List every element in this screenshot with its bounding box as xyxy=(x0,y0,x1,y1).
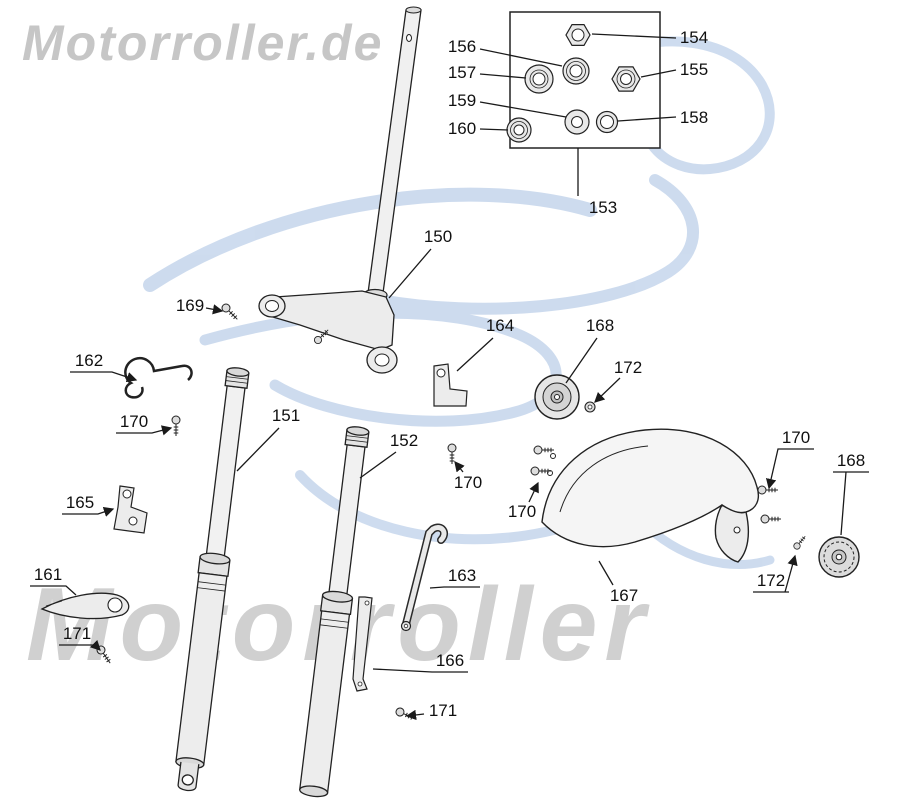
spring-hook-162 xyxy=(124,357,193,399)
front-fender-167 xyxy=(541,428,760,563)
bolt-170-right-b xyxy=(760,514,782,524)
triple-clamp xyxy=(258,288,398,374)
ring-158 xyxy=(595,110,619,134)
hardware-box xyxy=(506,11,661,149)
bracket-165 xyxy=(113,485,148,534)
cable-guide-163 xyxy=(400,523,448,632)
hex-nut-154 xyxy=(565,24,591,47)
round-nut-156 xyxy=(562,57,590,85)
nut-172-left xyxy=(584,401,596,413)
fork-leg-right-152 xyxy=(299,426,370,798)
watermark-top: Motorroller.de xyxy=(22,14,383,72)
watermark-top-text: Motorroller.de xyxy=(22,15,384,71)
fork-leg-left-151 xyxy=(175,367,250,792)
bracket-164 xyxy=(433,363,468,407)
bolt-170-mid-a xyxy=(447,443,457,465)
leader-lines xyxy=(30,33,869,721)
round-nut-160 xyxy=(506,117,532,143)
hex-nut-155 xyxy=(611,66,641,92)
screw-172-right xyxy=(792,533,809,551)
flanged-nut-157 xyxy=(524,64,554,94)
disc-168-right xyxy=(818,536,860,578)
bolt-170-left xyxy=(171,415,181,437)
washer-159 xyxy=(564,109,590,135)
lever-161 xyxy=(40,592,130,620)
steering-stem-150 xyxy=(367,6,422,294)
bolt-170-mid-b xyxy=(533,445,555,455)
bolt-170-right-a xyxy=(757,485,779,495)
bracket-166 xyxy=(352,596,373,692)
bolt-171-bottom xyxy=(394,706,417,723)
disc-168-left xyxy=(534,374,580,420)
bolt-169 xyxy=(219,301,241,323)
